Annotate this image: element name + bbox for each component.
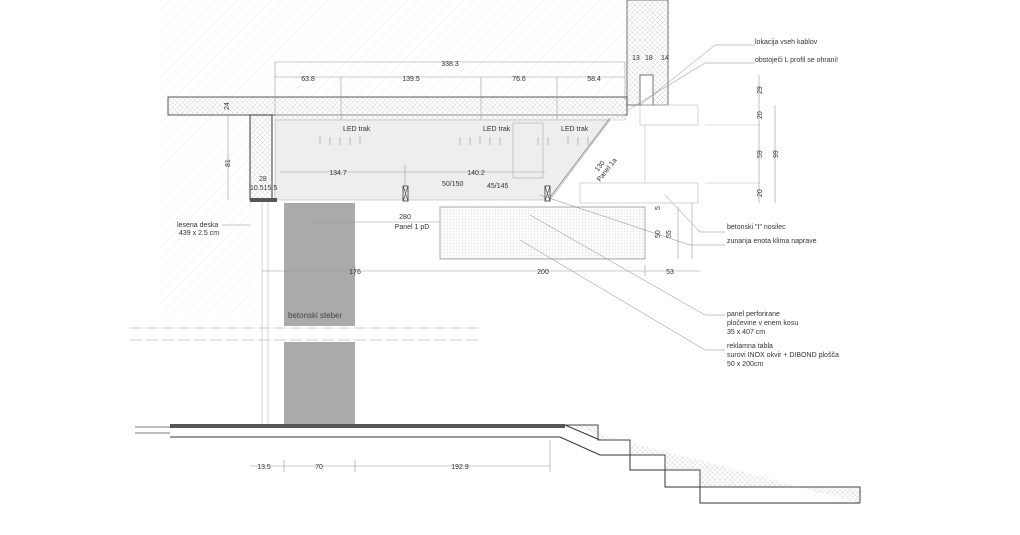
dim-53: 53 <box>666 269 674 276</box>
fixture-icon <box>544 185 551 202</box>
led-strip-marks <box>319 137 589 145</box>
label-sign-1: reklamna tabla <box>727 343 773 350</box>
label-panel-1pd: Panel 1 pD <box>395 224 430 231</box>
dim-r-5: 5 <box>655 206 662 210</box>
concrete-slab <box>167 96 628 116</box>
dim-top-3: 76.6 <box>512 76 526 83</box>
dim-192-9: 192.9 <box>451 464 469 471</box>
dim-slab: 24 <box>224 102 231 110</box>
dim-176: 176 <box>349 269 361 276</box>
label-led-3: LED trak <box>561 126 589 133</box>
dim-13-5: 13.5 <box>257 464 271 471</box>
dim-wall-2: 18 <box>645 55 653 62</box>
floor-and-stairs <box>135 424 861 504</box>
dim-inner-1: 134.7 <box>329 170 347 177</box>
wood-board <box>250 198 277 202</box>
existing-building-hatch <box>160 0 630 97</box>
dim-200: 200 <box>537 269 549 276</box>
concrete-column <box>284 203 355 326</box>
dim-top-1: 63.8 <box>301 76 315 83</box>
dim-r-20b: 20 <box>757 189 764 197</box>
dim-inner-2: 140.2 <box>467 170 485 177</box>
label-sign-2: surovi INOX okvir + DIBOND plošča <box>727 352 839 359</box>
dim-70: 70 <box>315 464 323 471</box>
label-fixture-2: 45/145 <box>487 183 509 190</box>
concrete-column-lower <box>284 342 355 426</box>
dim-r-99: 99 <box>773 150 780 158</box>
dim-box-height: 81 <box>225 159 232 167</box>
lamp-housing <box>512 122 544 179</box>
leader-lines <box>222 44 755 351</box>
dim-top-2: 139.5 <box>402 76 420 83</box>
dim-post-width: 28 <box>259 176 267 183</box>
dim-r-55: 55 <box>666 230 673 238</box>
slab-finish <box>274 114 626 121</box>
dimension-texts: 338.3 63.8 139.5 76.6 58.4 13 18 14 24 8… <box>224 55 780 471</box>
label-perforated-panel-2: pločevine v enem kosu <box>727 320 798 327</box>
label-wood-board-2: 439 x 2.5 cm <box>179 230 219 237</box>
dim-top-total: 338.3 <box>441 61 459 68</box>
label-led-2: LED trak <box>483 126 511 133</box>
label-perforated-panel-3: 35 x 407 cm <box>727 329 765 336</box>
label-ac-unit: zunanja enota klima naprave <box>727 238 817 245</box>
label-sign-3: 50 x 200cm <box>727 361 763 368</box>
dim-wall-3: 14 <box>661 55 669 62</box>
label-fixture-1: 50/150 <box>442 181 464 188</box>
dim-wall-1: 13 <box>632 55 640 62</box>
label-wood-board-1: lesena deska <box>177 222 218 229</box>
concrete-i-beam <box>579 104 760 204</box>
panel-1pd-dim: 280 <box>399 214 411 221</box>
dim-r-29: 29 <box>757 86 764 94</box>
dim-r-59: 59 <box>757 150 764 158</box>
fixture-icon <box>402 185 409 202</box>
label-l-profile: obstoječi L profil se ohrani! <box>755 57 838 64</box>
dim-r-20a: 20 <box>757 111 764 119</box>
panel-1a-line <box>547 117 611 201</box>
label-perforated-panel-1: panel perforirane <box>727 311 780 318</box>
dim-r-50: 50 <box>655 230 662 238</box>
label-column: betonski steber <box>288 311 343 320</box>
label-cable-location: lokacija vseh kablov <box>755 39 818 46</box>
label-i-beam: betonski "I" nosilec <box>727 224 786 231</box>
dim-top-4: 58.4 <box>587 76 601 83</box>
dim-post-parts: 10.515.5 <box>250 185 277 192</box>
perforated-panel <box>439 206 646 260</box>
existing-building-hatch-left <box>160 115 255 315</box>
dimension-lines <box>227 61 776 472</box>
ceiling-box <box>274 119 611 201</box>
label-led-1: LED trak <box>343 126 371 133</box>
